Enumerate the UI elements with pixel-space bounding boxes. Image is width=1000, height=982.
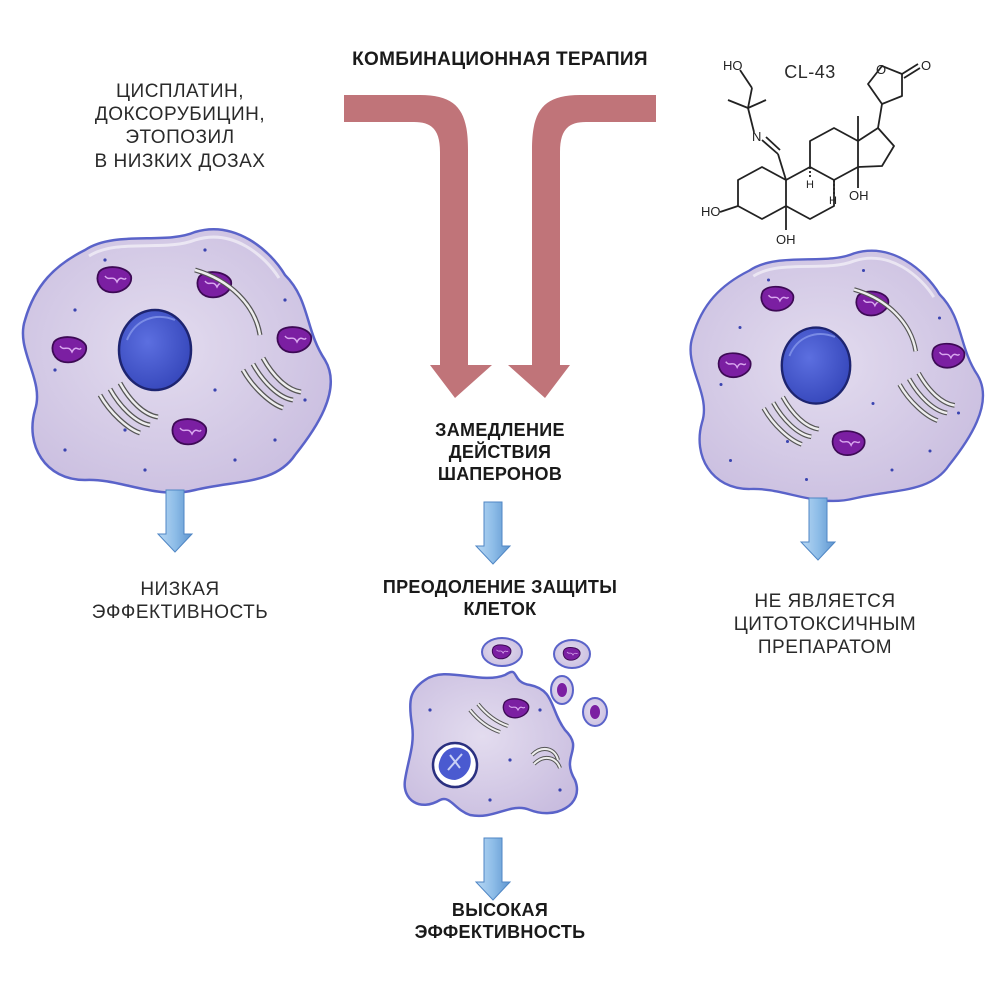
cell-right xyxy=(691,251,983,501)
cl43-structure xyxy=(719,63,921,230)
atom-h-c9: H xyxy=(806,179,814,191)
atom-o-ring: O xyxy=(876,62,886,77)
result-noncytotoxic-label: НЕ ЯВЛЯЕТСЯ ЦИТОТОКСИЧНЫМ ПРЕПАРАТОМ xyxy=(733,591,917,659)
result-low-label: НИЗКАЯ ЭФФЕКТИВНОСТЬ xyxy=(91,579,269,624)
therapy-arrow-left xyxy=(344,95,492,398)
atom-ho-ring: HO xyxy=(701,204,721,219)
atom-oh-c14: OH xyxy=(849,188,869,203)
atom-h-c8: H xyxy=(829,195,837,207)
cell-left xyxy=(23,229,331,492)
diagram-title: КОМБИНАЦИОННАЯ ТЕРАПИЯ xyxy=(352,49,648,70)
arrow-left-to-result xyxy=(157,489,193,553)
compound-name: CL-43 xyxy=(784,62,836,82)
therapy-arrow-right xyxy=(508,95,656,398)
atom-oh-c5: OH xyxy=(776,232,796,247)
step2-label: ПРЕОДОЛЕНИЕ ЗАЩИТЫ КЛЕТОК xyxy=(382,577,618,619)
atom-o-carbonyl: O xyxy=(921,58,931,73)
atom-n: N xyxy=(752,129,761,144)
result-high-label: ВЫСОКАЯ ЭФФЕКТИВНОСТЬ xyxy=(414,900,586,942)
cell-damaged xyxy=(403,637,608,818)
atom-ho-top: HO xyxy=(723,58,743,73)
step1-label: ЗАМЕДЛЕНИЕ ДЕЙСТВИЯ ШАПЕРОНОВ xyxy=(435,420,565,484)
arrow-cell-to-result xyxy=(475,837,511,901)
arrow-right-to-result xyxy=(800,497,836,561)
arrow-step1-to-step2 xyxy=(475,501,511,565)
left-drugs-label: ЦИСПЛАТИН, ДОКСОРУБИЦИН, ЭТОПОЗИЛ В НИЗК… xyxy=(94,81,266,172)
